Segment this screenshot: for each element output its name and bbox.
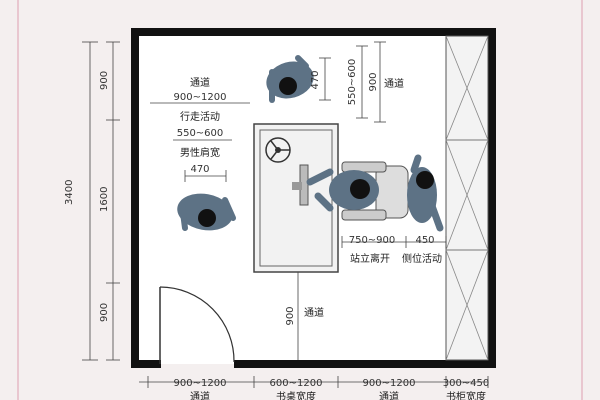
bottom-dimension-lines <box>139 376 489 388</box>
label-shoulder-value: 470 <box>190 164 209 175</box>
chair <box>341 161 409 221</box>
dimension-total: 3400 <box>64 180 75 205</box>
person-side <box>407 154 444 232</box>
dimension-left-top: 900 <box>99 71 110 90</box>
left-dimension-lines <box>82 41 120 361</box>
label-aisle-center: 通道 <box>304 306 324 319</box>
label-stand-leave-range: 750~900 <box>349 235 396 246</box>
label-aisle-center-value: 900 <box>285 306 296 325</box>
bottom-dim-value-3: 900~1200 <box>363 378 416 389</box>
person-left-walking <box>177 193 236 231</box>
top-left-dimension-lines <box>150 102 250 182</box>
monitor-icon <box>292 164 309 206</box>
label-aisle-top-left: 通道 <box>190 76 210 89</box>
door <box>159 286 235 364</box>
person-top-walking <box>266 55 314 103</box>
label-walking-activity: 行走活动 <box>180 110 220 123</box>
bottom-dim-label-4: 书柜宽度 <box>446 390 486 400</box>
bottom-dim-label-2: 书桌宽度 <box>276 390 316 400</box>
room-walls <box>131 28 496 368</box>
dimension-left-bottom: 900 <box>99 303 110 322</box>
label-side-activity: 侧位活动 <box>402 252 442 265</box>
desk-lamp-icon <box>265 137 291 163</box>
dimension-walk-range: 550~600 <box>347 59 358 106</box>
bottom-dim-label-3: 通道 <box>379 390 399 400</box>
label-side-activity-value: 450 <box>415 235 434 246</box>
dimension-left-middle: 1600 <box>99 187 110 212</box>
bookcase <box>445 35 489 361</box>
label-male-shoulder-width: 男性肩宽 <box>180 146 220 159</box>
bottom-dim-value-1: 900~1200 <box>174 378 227 389</box>
activity-dimension-lines <box>341 236 447 248</box>
top-right-dimension-lines <box>319 41 386 123</box>
label-stand-leave: 站立离开 <box>350 252 390 265</box>
bottom-dim-label-1: 通道 <box>190 390 210 400</box>
bottom-dim-value-2: 600~1200 <box>270 378 323 389</box>
person-seated <box>306 168 379 212</box>
label-walking-range: 550~600 <box>177 128 224 139</box>
dimension-aisle-right: 900 <box>368 72 379 91</box>
dimension-chair-depth: 470 <box>310 70 321 89</box>
label-aisle-top-right: 通道 <box>384 77 404 90</box>
center-aisle-dimension-line <box>292 271 304 360</box>
label-aisle-range-top-left: 900~1200 <box>174 92 227 103</box>
bottom-dim-value-4: 300~450 <box>443 378 490 389</box>
